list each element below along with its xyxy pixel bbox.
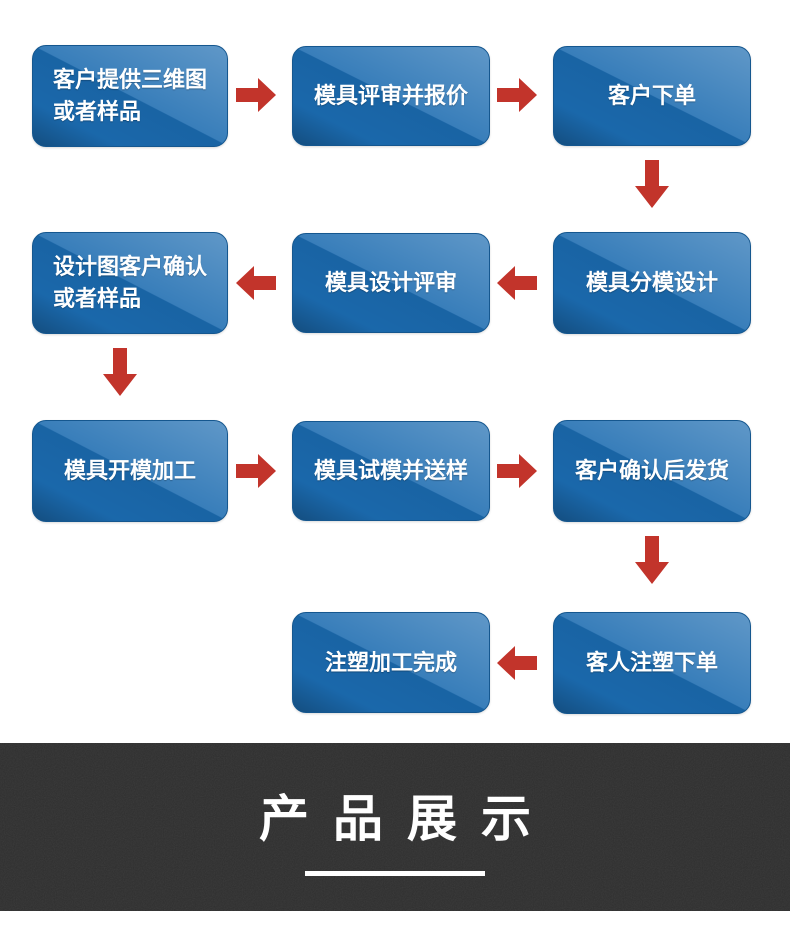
flow-step-label: 设计图客户确认 或者样品 <box>52 254 207 311</box>
banner-underline <box>305 870 485 876</box>
banner-title: 产品展示 <box>259 790 555 847</box>
flow-step-mold-design-review: 模具设计评审 <box>292 233 490 333</box>
flow-step-label: 客户提供三维图 或者样品 <box>52 67 207 124</box>
flow-step-label: 客户确认后发货 <box>574 458 729 484</box>
arrow-left-icon <box>497 646 537 680</box>
arrow-right-icon <box>236 454 276 488</box>
flow-step-mold-trial-and-sample: 模具试模并送样 <box>292 421 490 521</box>
flow-step-injection-order: 客人注塑下单 <box>553 612 751 714</box>
arrow-right-icon <box>497 454 537 488</box>
flow-step-ship-after-confirmation: 客户确认后发货 <box>553 420 751 522</box>
arrow-left-icon <box>236 266 276 300</box>
flow-step-customer-provides-3d-or-sample: 客户提供三维图 或者样品 <box>32 45 228 147</box>
arrow-down-icon <box>635 160 669 208</box>
flow-step-label: 模具分模设计 <box>585 270 718 296</box>
flow-step-label: 客户下单 <box>607 83 696 109</box>
flow-step-label: 模具评审并报价 <box>313 83 468 109</box>
product-display-banner: 产品展示 <box>0 743 790 911</box>
arrow-right-icon <box>236 78 276 112</box>
flow-step-label: 客人注塑下单 <box>585 650 718 676</box>
arrow-left-icon <box>497 266 537 300</box>
flow-step-label: 模具开模加工 <box>63 458 196 484</box>
flow-step-label: 模具设计评审 <box>324 270 457 296</box>
flow-step-mold-machining: 模具开模加工 <box>32 420 228 522</box>
flow-step-label: 注塑加工完成 <box>324 649 457 675</box>
arrow-down-icon <box>103 348 137 396</box>
flow-step-injection-complete: 注塑加工完成 <box>292 612 490 713</box>
flow-step-mold-review-and-quote: 模具评审并报价 <box>292 46 490 146</box>
arrow-right-icon <box>497 78 537 112</box>
flow-step-customer-order: 客户下单 <box>553 46 751 146</box>
flow-step-design-customer-confirm: 设计图客户确认 或者样品 <box>32 232 228 334</box>
flow-step-mold-parting-design: 模具分模设计 <box>553 232 751 334</box>
arrow-down-icon <box>635 536 669 584</box>
flow-step-label: 模具试模并送样 <box>313 458 468 484</box>
